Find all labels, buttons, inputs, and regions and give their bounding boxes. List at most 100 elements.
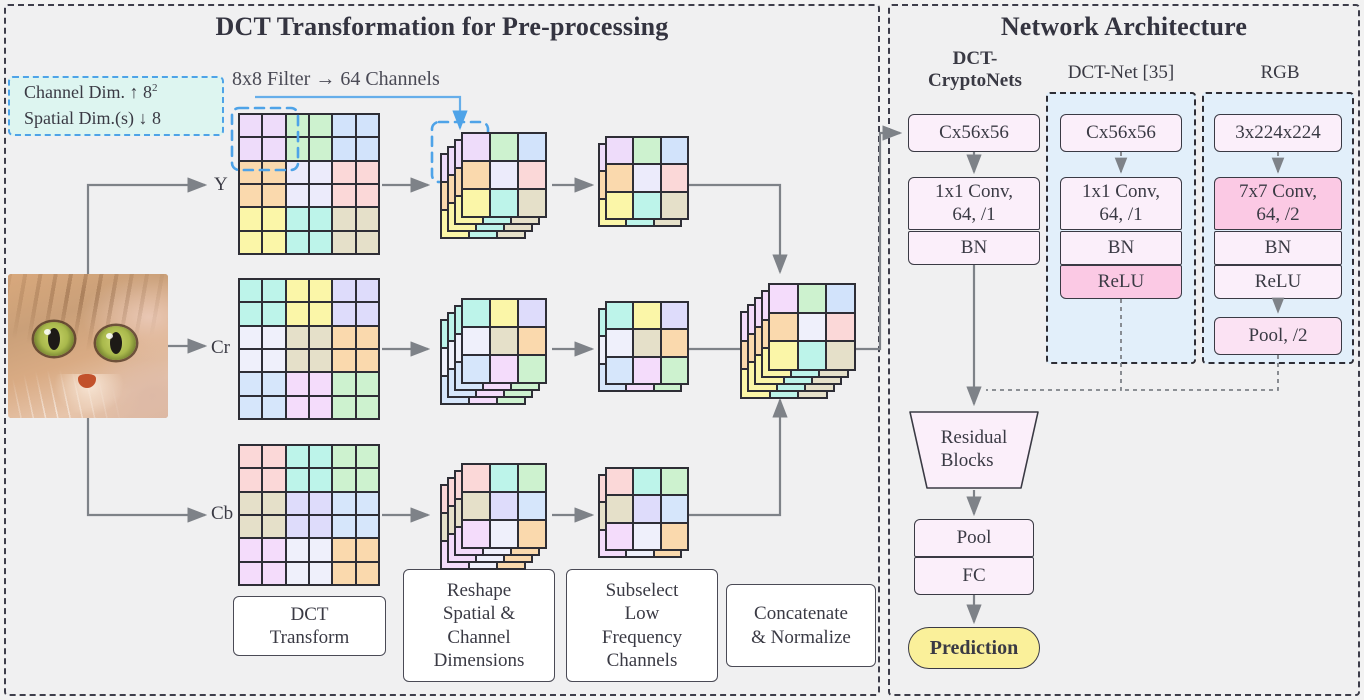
channel-label-cb: Cb [211,503,234,524]
grid-cell [355,538,379,562]
column-title-dct-cryptonets: DCT-CryptoNets [928,48,1022,92]
grid-cell [285,114,309,138]
cat-right-eye [96,326,136,360]
grid-cell [332,114,356,138]
grid-cell [309,302,333,326]
grid-cell [332,160,356,184]
block-cryptonets-input[interactable]: Cx56x56 [908,114,1040,152]
stack-cell [518,299,546,327]
grid-cell [239,230,263,254]
block-cryptonets-bn[interactable]: BN [908,231,1040,265]
grid-cell [285,349,309,373]
stack-cell [633,191,661,219]
grid-cell [355,491,379,515]
stack-depth-sheet [605,136,689,220]
grid-cell [332,515,356,539]
grid-cell [262,468,286,492]
grid-cell [262,538,286,562]
block-cryptonets-conv[interactable]: 1x1 Conv,64, /1 [908,177,1040,230]
concatenated-stack [740,283,856,399]
stack-cell [462,189,490,217]
stack-cell [606,164,634,192]
block-rgb-input[interactable]: 3x224x224 [1214,114,1342,152]
block-tail-pool[interactable]: Pool [914,519,1034,557]
stack-cell [633,137,661,165]
grid-cell [239,160,263,184]
grid-cell [262,184,286,208]
grid-cell [332,279,356,303]
stack-cell [490,189,518,217]
grid-cell [285,302,309,326]
subselect-face-cr [598,301,698,393]
dimension-legend: Channel Dim. ↑ 82 Spatial Dim.(s) ↓ 8 [8,76,224,136]
grid-cell [355,230,379,254]
grid-cell [285,160,309,184]
grid-cell [309,230,333,254]
block-tail-fc[interactable]: FC [914,557,1034,595]
grid-cell [239,538,263,562]
stack-cell [518,161,546,189]
stack-depth-sheet [605,467,689,551]
stack-cell [769,341,798,370]
block-dctnet-relu[interactable]: ReLU [1060,265,1182,299]
block-rgb-bn[interactable]: BN [1214,231,1342,265]
prediction-output[interactable]: Prediction [908,627,1040,669]
grid-cell [262,207,286,231]
grid-y [238,113,380,255]
stack-cell [462,464,490,492]
grid-cell [332,538,356,562]
stack-cell [660,468,688,496]
block-dctnet-conv[interactable]: 1x1 Conv,64, /1 [1060,177,1182,230]
stack-cell [826,312,855,342]
grid-cell [285,538,309,562]
caption-concatenate: Concatenate& Normalize [726,584,876,667]
grid-cell [309,349,333,373]
grid-cell [285,515,309,539]
reshaped-stack-cr [440,298,547,405]
grid-cell [262,491,286,515]
grid-cell [332,372,356,396]
stack-cell [633,164,661,192]
column-title-dct-net: DCT-Net [35] [1067,62,1175,83]
grid-cell [262,302,286,326]
stack-cell [518,133,546,161]
left-panel-title: DCT Transformation for Pre-processing [215,12,669,41]
grid-cell [309,184,333,208]
grid-cell [262,372,286,396]
grid-cell [332,445,356,469]
stack-cell [462,355,490,383]
block-dctnet-input[interactable]: Cx56x56 [1060,114,1182,152]
stack-cell [633,302,661,330]
grid-cell [355,515,379,539]
stack-cell [633,329,661,357]
grid-cell [239,468,263,492]
grid-cell [239,515,263,539]
grid-cell [285,325,309,349]
stack-cell [797,284,827,313]
stack-cell [490,327,518,355]
stack-depth-sheet [605,301,689,385]
grid-cr [238,278,380,420]
stack-cell [490,355,518,383]
stack-cell [606,522,634,550]
stack-cell [462,492,490,520]
grid-cell [355,325,379,349]
stack-cell [660,356,688,384]
grid-cell [332,230,356,254]
grid-cell [309,445,333,469]
grid-cell [309,538,333,562]
block-rgb-pool[interactable]: Pool, /2 [1214,317,1342,355]
block-rgb-conv[interactable]: 7x7 Conv,64, /2 [1214,177,1342,230]
grid-cell [239,561,263,585]
stack-cell [660,495,688,523]
grid-cell [309,561,333,585]
grid-cell [239,184,263,208]
stack-cell [490,464,518,492]
block-dctnet-bn[interactable]: BN [1060,231,1182,265]
stack-cell [490,161,518,189]
grid-cell [332,207,356,231]
block-rgb-relu[interactable]: ReLU [1214,265,1342,299]
stack-depth-sheet [461,463,547,549]
grid-cell [309,468,333,492]
